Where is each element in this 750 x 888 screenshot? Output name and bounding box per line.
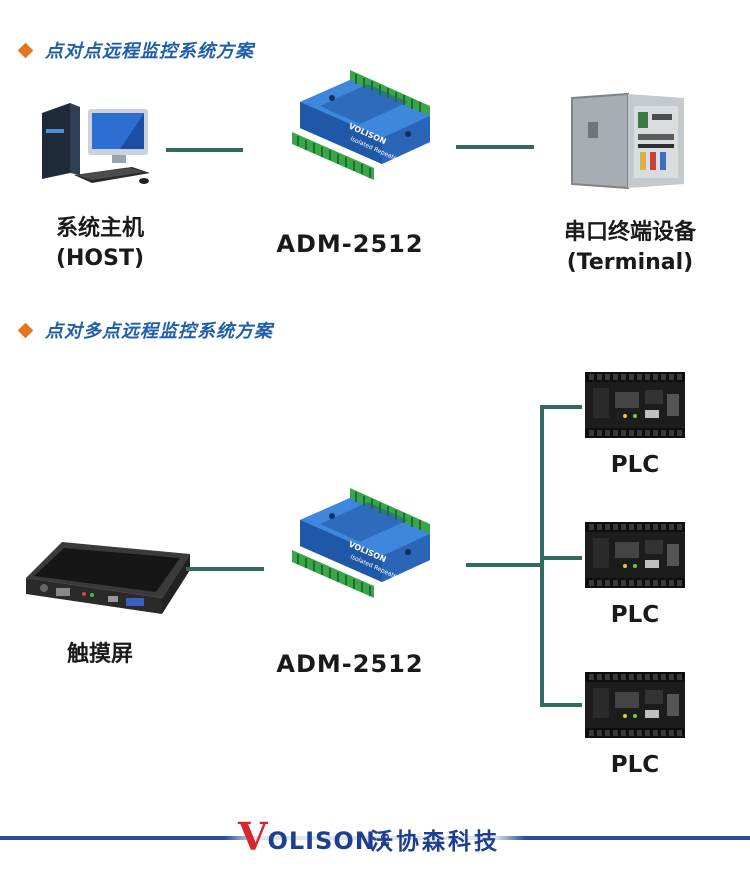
- plc-icon: [585, 372, 685, 438]
- company-name: 沃协森科技: [370, 822, 500, 856]
- bus-branch-plc-3: [540, 703, 582, 707]
- terminal-label-line1: 串口终端设备: [545, 218, 715, 248]
- plc-label-1: PLC: [585, 452, 685, 478]
- host-computer-icon: [40, 95, 155, 190]
- section1-heading-text: 点对点远程监控系统方案: [45, 37, 254, 63]
- section2-heading-text: 点对多点远程监控系统方案: [45, 317, 273, 343]
- connector-device-to-terminal: [456, 145, 534, 149]
- section1-heading: 点对点远程监控系统方案: [20, 37, 254, 63]
- plc-icon: [585, 522, 685, 588]
- host-label-line1: 系统主机: [40, 214, 160, 244]
- connector-touchscreen-to-device: [186, 567, 264, 571]
- device-model-label-1: ADM-2512: [260, 230, 440, 258]
- logo-rest: OLISON: [267, 826, 375, 856]
- adm-2512-device-icon: VOLISON Isolated Repeater: [290, 62, 440, 222]
- terminal-label-line2: (Terminal): [545, 248, 715, 278]
- bus-branch-plc-1: [540, 405, 582, 409]
- diamond-bullet-icon: [18, 42, 34, 58]
- plc-icon: [585, 672, 685, 738]
- terminal-label: 串口终端设备 (Terminal): [545, 218, 715, 278]
- touchscreen-icon: [22, 538, 192, 628]
- bus-vertical-line: [540, 405, 544, 705]
- bus-branch-plc-2: [540, 556, 582, 560]
- logo-v: V: [238, 818, 267, 856]
- section2-heading: 点对多点远程监控系统方案: [20, 317, 273, 343]
- plc-label-3: PLC: [585, 752, 685, 778]
- diamond-bullet-icon: [18, 322, 34, 338]
- connector-device-to-bus: [466, 563, 542, 567]
- volison-logo: V OLISON 01: [238, 818, 391, 856]
- host-label: 系统主机 (HOST): [40, 214, 160, 274]
- connector-host-to-device: [166, 148, 243, 152]
- device-model-label-2: ADM-2512: [260, 650, 440, 678]
- touchscreen-label: 触摸屏: [40, 640, 160, 670]
- plc-label-2: PLC: [585, 602, 685, 628]
- terminal-cabinet-icon: [566, 92, 690, 192]
- adm-2512-device-icon-2: VOLISON Isolated Repeater: [290, 480, 440, 640]
- host-label-line2: (HOST): [40, 244, 160, 274]
